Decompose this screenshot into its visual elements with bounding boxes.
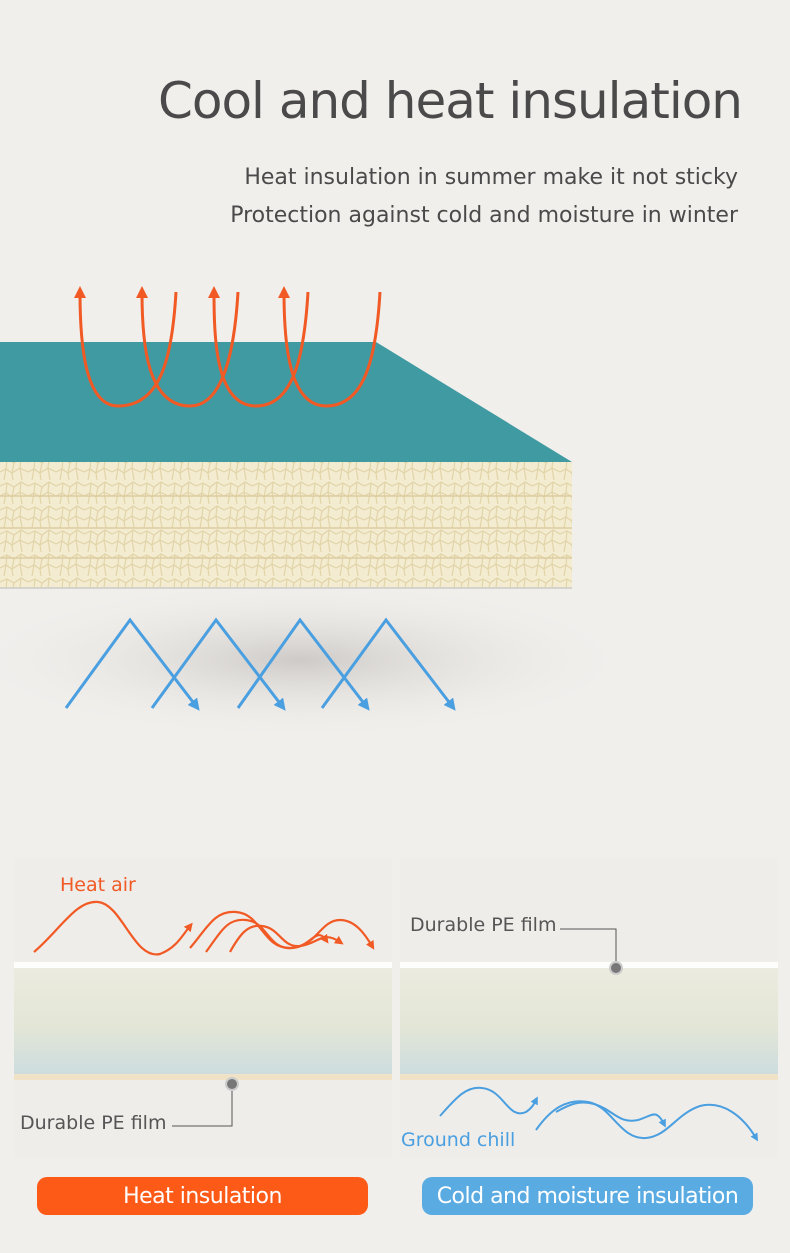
ground-chill-label: Ground chill — [401, 1129, 516, 1151]
right-film-dot — [609, 961, 623, 975]
cold-arrows — [64, 617, 456, 711]
pointer-lines — [172, 928, 617, 1127]
right-film-label: Durable PE film — [410, 914, 557, 936]
mat-foam-layer — [0, 462, 572, 588]
left-foam-block — [14, 962, 392, 1080]
mat-top-surface — [0, 342, 572, 462]
page-title: Cool and heat insulation — [157, 72, 743, 130]
mat-shadow — [0, 580, 640, 740]
cold-moisture-insulation-button: Cold and moisture insulation — [422, 1177, 753, 1215]
left-film-dot — [225, 1077, 239, 1091]
subtitle-winter: Protection against cold and moisture in … — [230, 203, 738, 228]
heat-insulation-button: Heat insulation — [37, 1177, 368, 1215]
heat-air-label: Heat air — [60, 874, 136, 896]
left-film-label: Durable PE film — [20, 1112, 167, 1134]
right-foam-block — [400, 962, 778, 1080]
subtitle-summer: Heat insulation in summer make it not st… — [244, 165, 738, 190]
heat-waves — [33, 900, 375, 956]
heat-arrows — [74, 286, 382, 408]
mat-illustration — [0, 286, 640, 740]
right-panel — [400, 858, 778, 1158]
